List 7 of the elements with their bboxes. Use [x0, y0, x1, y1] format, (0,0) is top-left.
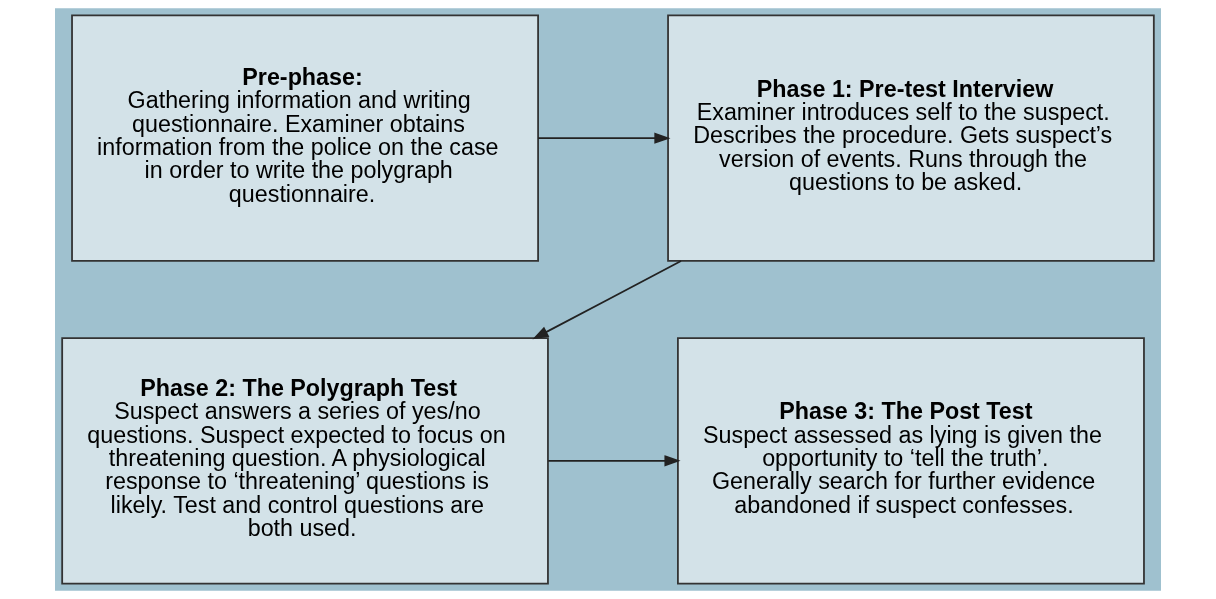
node-box: Phase 3: The Post Test Suspect assessed as lying is given the opportunity to ‘tell the truth’. Generally search for further evidence abandoned if suspect confesses. [677, 337, 1145, 585]
arrow [532, 260, 682, 340]
node-box: Phase 1: Pre-test Interview Examiner introduces self to the suspect. Describes the procedure. Gets suspect’s version of events. Runs through the questions to be asked. [667, 14, 1155, 262]
node-box: Phase 2: The Polygraph Test Suspect answers a series of yes/no questions. Suspect expected to focus on threatening question. A physiological response to ‘threatening’ questions is likely. Test and control questions are both used. [61, 337, 549, 585]
arrow [547, 455, 681, 467]
arrow [537, 132, 671, 144]
node-box: Pre-phase: Gathering information and writing questionnaire. Examiner obtains information from the police on the case in order to write the polygraph questionnaire. [71, 14, 539, 262]
